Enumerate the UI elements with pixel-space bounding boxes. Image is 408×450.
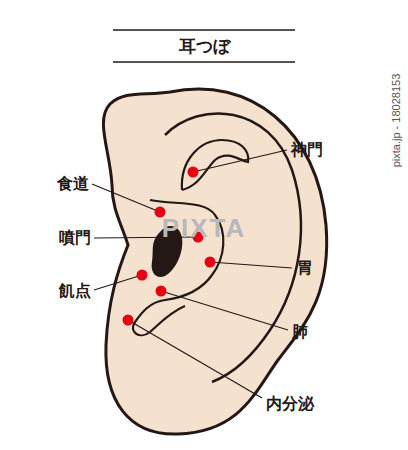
title-rule	[113, 29, 295, 31]
helix-line	[165, 113, 301, 382]
watermark: pixta.jp - 18028153	[391, 73, 402, 167]
point-label: 食道	[57, 176, 89, 192]
point-label: 神門	[291, 142, 323, 158]
point-label: 内分泌	[266, 396, 314, 412]
acupoint-dots	[123, 167, 216, 326]
point-label: 肺	[292, 324, 308, 340]
point-label: 飢点	[59, 283, 91, 299]
leader-lines	[92, 150, 292, 398]
title-rule	[113, 61, 295, 63]
ear-outline	[103, 89, 326, 434]
watermark: PIXTA	[162, 215, 247, 241]
fossa-line	[182, 140, 248, 190]
point-label: 胃	[297, 260, 313, 276]
point-label: 噴門	[59, 230, 91, 246]
diagram-title: 耳つぼ	[179, 38, 230, 55]
